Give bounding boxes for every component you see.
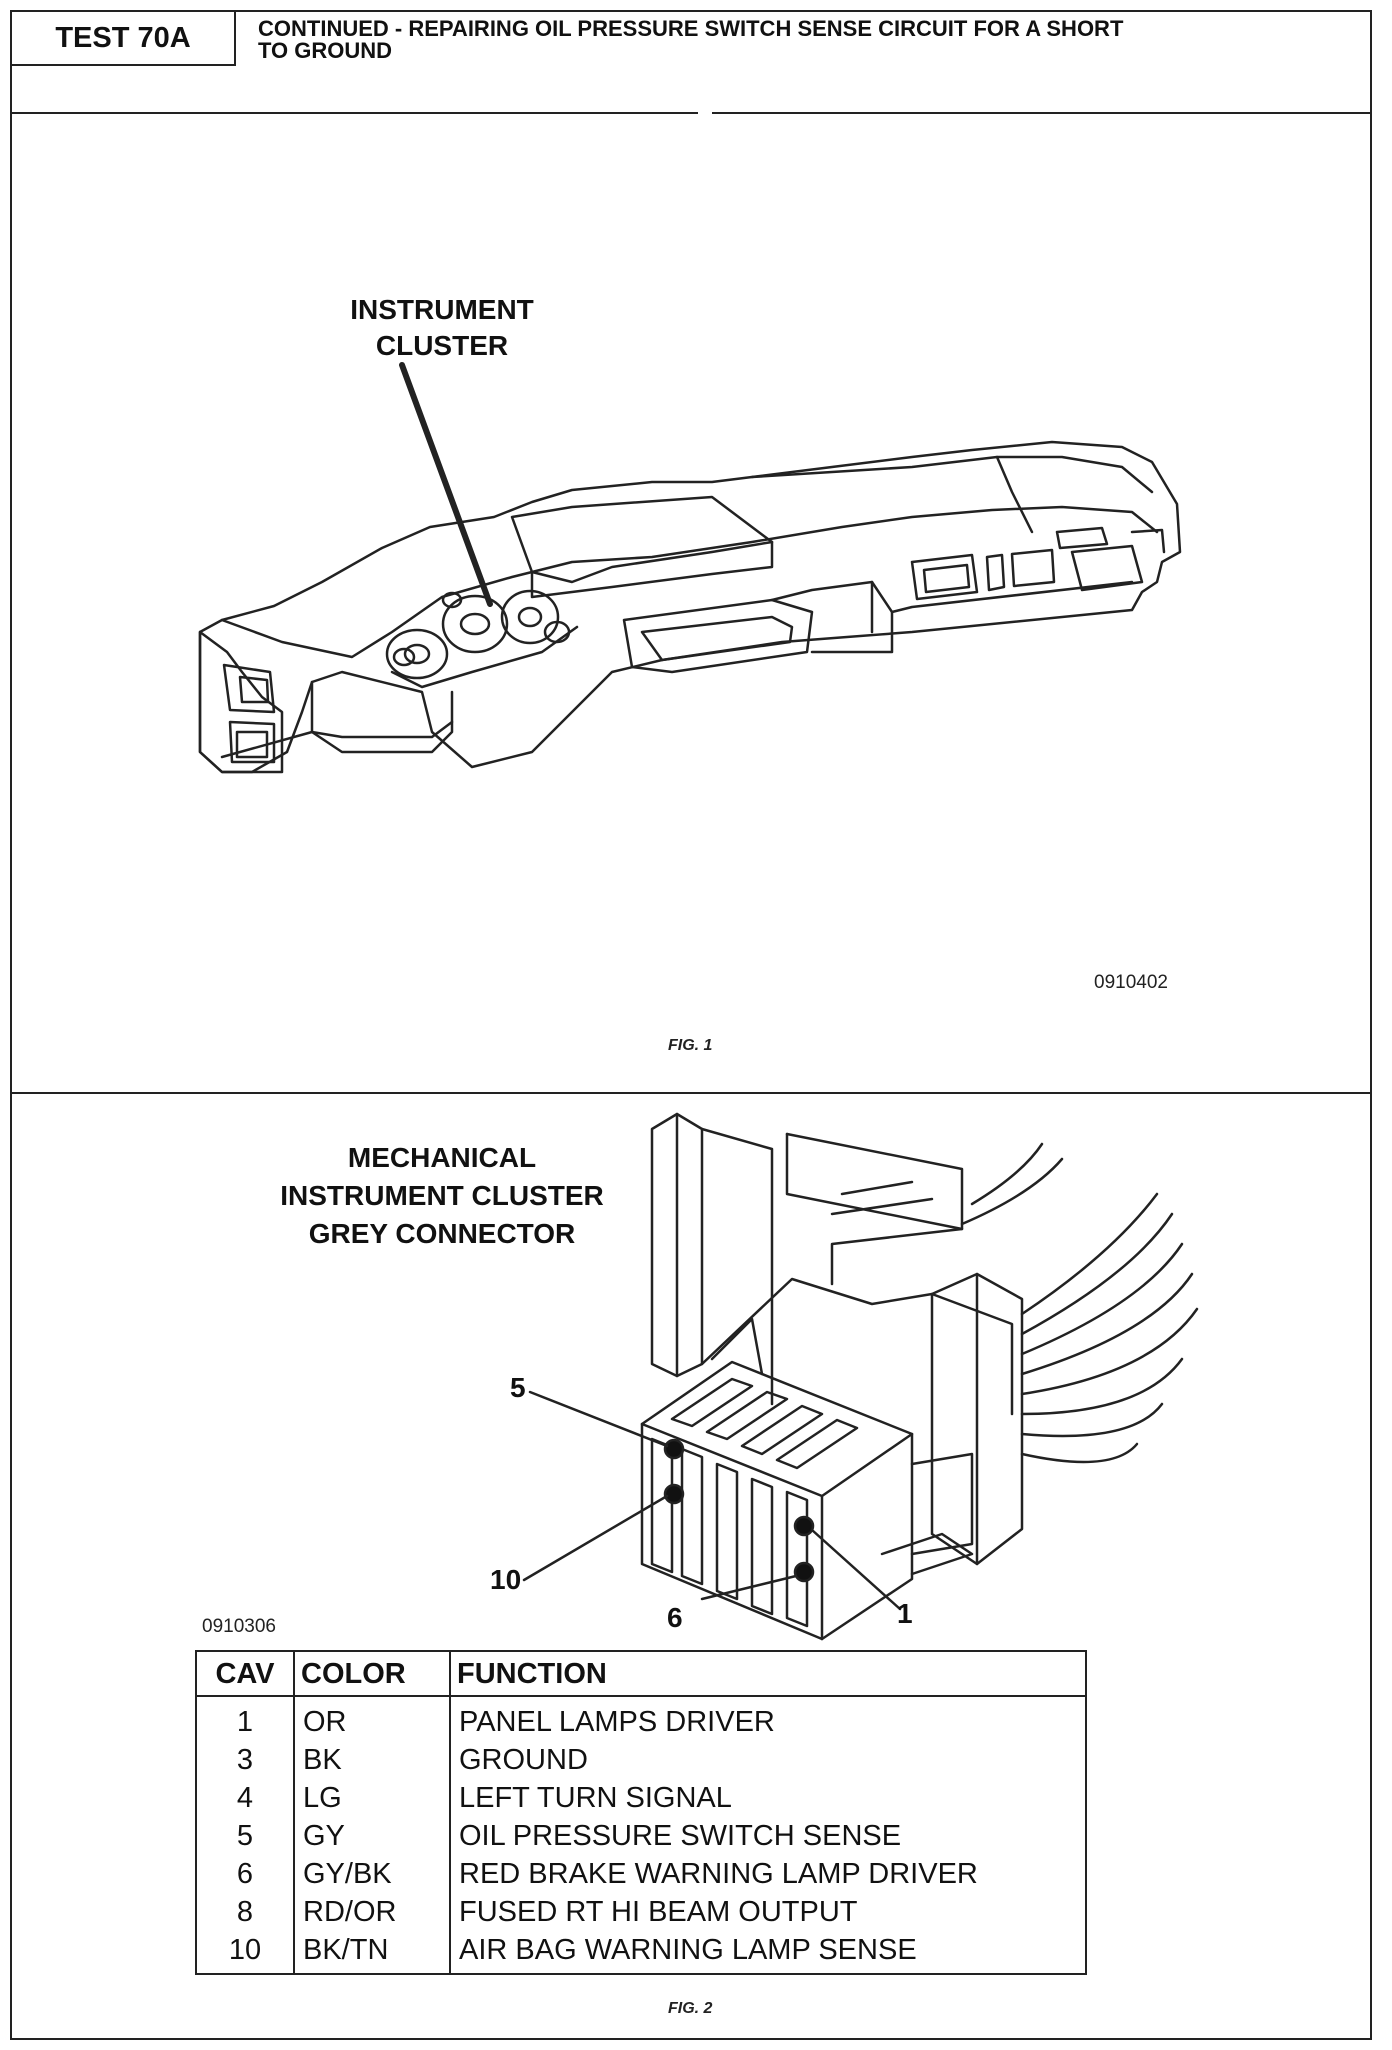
cell-cav: 5	[196, 1817, 295, 1855]
figure-2-caption: FIG. 2	[668, 2000, 713, 2017]
cell-function: GROUND	[459, 1744, 588, 1776]
cell-color: OR	[294, 1696, 451, 1741]
instrument-cluster-label-line-2: CLUSTER	[375, 330, 509, 361]
table-row: 5 GY OIL PRESSURE SWITCH SENSE	[196, 1817, 1086, 1855]
cavity-table: CAV COLOR FUNCTION 1 OR PANEL LAMPS DRIV…	[195, 1650, 1087, 1975]
cell-function: OIL PRESSURE SWITCH SENSE	[459, 1820, 902, 1852]
instrument-cluster-label-line-1: INSTRUMENT	[350, 294, 534, 325]
cell-cav: 10	[196, 1931, 295, 1974]
cell-cav: 4	[196, 1779, 295, 1817]
figure-2-code: 0910306	[202, 1616, 276, 1637]
connector-label-line-2: INSTRUMENT CLUSTER	[280, 1180, 604, 1211]
figure-1-caption: FIG. 1	[668, 1037, 713, 1054]
table-row: 1 OR PANEL LAMPS DRIVER	[196, 1696, 1086, 1741]
document-page: TEST 70A CONTINUED - REPAIRING OIL PRESS…	[10, 10, 1372, 2040]
pin-label-5: 5	[510, 1372, 526, 1403]
cell-function: PANEL LAMPS DRIVER	[459, 1706, 775, 1738]
figure-1-section: INSTRUMENT CLUSTER 0910402 FIG. 1	[12, 112, 1370, 1094]
header-rule-gap	[698, 110, 712, 114]
test-id: TEST 70A	[12, 12, 236, 66]
cell-color: LG	[294, 1779, 451, 1817]
cell-color: GY/BK	[294, 1855, 451, 1893]
cell-color: BK	[294, 1741, 451, 1779]
page-title: CONTINUED - REPAIRING OIL PRESSURE SWITC…	[258, 18, 1358, 62]
table-row: 8 RD/OR FUSED RT HI BEAM OUTPUT	[196, 1893, 1086, 1931]
pin-label-10: 10	[490, 1564, 522, 1595]
header-cav: CAV	[196, 1651, 295, 1697]
table-row: 10 BK/TN AIR BAG WARNING LAMP SENSE	[196, 1931, 1086, 1974]
cell-color: GY	[294, 1817, 451, 1855]
title-line-1: CONTINUED - REPAIRING OIL PRESSURE SWITC…	[258, 16, 1124, 41]
connector-label-line-1: MECHANICAL	[347, 1142, 537, 1173]
page-header: TEST 70A CONTINUED - REPAIRING OIL PRESS…	[12, 12, 1370, 114]
dashboard-illustration	[198, 362, 1182, 774]
cell-function: FUSED RT HI BEAM OUTPUT	[459, 1896, 858, 1928]
connector-illustration	[522, 1112, 1199, 1641]
cell-function: AIR BAG WARNING LAMP SENSE	[459, 1934, 917, 1966]
table-header-row: CAV COLOR FUNCTION	[196, 1651, 1086, 1697]
figure-2-section: MECHANICAL INSTRUMENT CLUSTER GREY CONNE…	[12, 1094, 1370, 2038]
cell-cav: 1	[196, 1696, 295, 1741]
figure-1-code: 0910402	[1094, 972, 1168, 993]
cell-cav: 8	[196, 1893, 295, 1931]
connector-label: MECHANICAL INSTRUMENT CLUSTER GREY CONNE…	[237, 1139, 647, 1253]
header-function: FUNCTION	[450, 1651, 1086, 1697]
pin-label-6: 6	[667, 1602, 683, 1633]
table-row: 3 BK GROUND	[196, 1741, 1086, 1779]
cell-cav: 3	[196, 1741, 295, 1779]
title-line-2: TO GROUND	[258, 38, 393, 63]
connector-label-line-3: GREY CONNECTOR	[308, 1218, 576, 1249]
header-color: COLOR	[294, 1651, 451, 1697]
instrument-cluster-label: INSTRUMENT CLUSTER	[282, 292, 602, 364]
table-row: 4 LG LEFT TURN SIGNAL	[196, 1779, 1086, 1817]
pin-label-1: 1	[897, 1598, 913, 1629]
cell-function: LEFT TURN SIGNAL	[459, 1782, 732, 1814]
cell-cav: 6	[196, 1855, 295, 1893]
cell-color: BK/TN	[294, 1931, 451, 1974]
cell-color: RD/OR	[294, 1893, 451, 1931]
table-row: 6 GY/BK RED BRAKE WARNING LAMP DRIVER	[196, 1855, 1086, 1893]
cell-function: RED BRAKE WARNING LAMP DRIVER	[459, 1858, 978, 1890]
